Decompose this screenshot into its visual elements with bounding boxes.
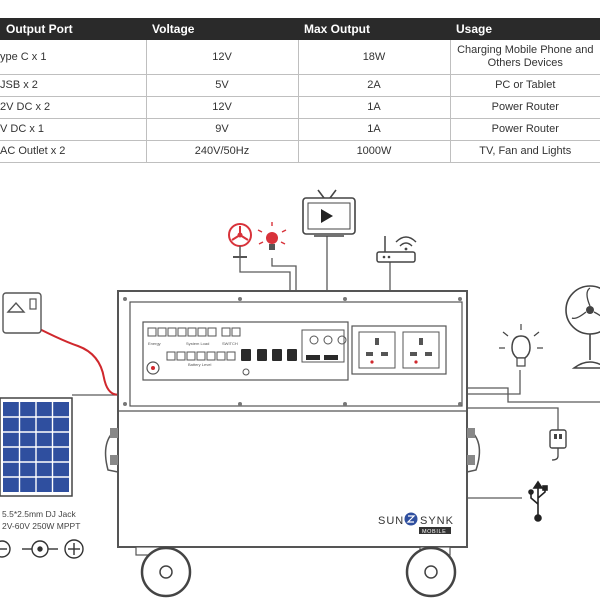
cell-max-output: 1A [298, 96, 451, 119]
table-row: JSB x 2 5V 2A PC or Tablet [0, 74, 600, 97]
brand-sub-text: MOBILE [422, 529, 446, 535]
table-row: 2V DC x 2 12V 1A Power Router [0, 96, 600, 119]
cell-port: 2V DC x 2 [0, 96, 147, 119]
table-row: ype C x 1 12V 18W Charging Mobile Phone … [0, 40, 600, 75]
output-spec-table: Output Port Voltage Max Output Usage ype… [0, 18, 600, 163]
light-bulb-red-icon [257, 222, 287, 250]
light-bulb-icon [499, 324, 543, 367]
cell-voltage: 9V [146, 118, 299, 141]
usb-icon [528, 480, 548, 522]
cell-port: V DC x 1 [0, 118, 147, 141]
brand-left-text: SUN [378, 515, 404, 527]
cell-max-output: 1000W [298, 140, 451, 163]
brand-right-text: SYNK [420, 515, 454, 527]
solar-mppt-label: 2V-60V 250W MPPT [2, 521, 80, 531]
cell-voltage: 5V [146, 74, 299, 97]
plug-icon [549, 429, 567, 461]
cell-max-output: 2A [298, 74, 451, 97]
panel-label-system-load: System Load [186, 341, 209, 346]
cell-max-output: 18W [298, 40, 451, 75]
desk-fan-icon [228, 223, 252, 258]
panel-label-energy: Energy [148, 341, 161, 346]
red-charge-cable [21, 319, 123, 396]
solar-panel-icon [0, 397, 73, 497]
control-panel: System Load Battery Level SWITCH Energy [142, 321, 349, 381]
cell-voltage: 12V [146, 40, 299, 75]
cell-usage: TV, Fan and Lights [450, 140, 600, 163]
header-output-port: Output Port [0, 18, 146, 40]
header-voltage: Voltage [146, 18, 298, 40]
ac-outlet-block [351, 325, 447, 375]
solar-jack-label: 5.5*2.5mm DJ Jack [2, 509, 76, 519]
panel-label-battery-level: Battery Level [188, 362, 211, 367]
cell-port: ype C x 1 [0, 40, 147, 75]
cell-port: AC Outlet x 2 [0, 140, 147, 163]
table-row: AC Outlet x 2 240V/50Hz 1000W TV, Fan an… [0, 140, 600, 163]
router-icon [376, 236, 417, 263]
panel-label-switch: SWITCH [222, 341, 238, 346]
table-row: V DC x 1 9V 1A Power Router [0, 118, 600, 141]
table-header-row: Output Port Voltage Max Output Usage [0, 18, 600, 40]
cell-usage: Power Router [450, 96, 600, 119]
floor-fan-icon [565, 285, 600, 369]
cell-usage: PC or Tablet [450, 74, 600, 97]
cell-usage: Power Router [450, 118, 600, 141]
wheels [135, 546, 457, 598]
wall-socket-icon [2, 292, 42, 334]
cell-port: JSB x 2 [0, 74, 147, 97]
cell-voltage: 12V [146, 96, 299, 119]
header-usage: Usage [450, 18, 600, 40]
brand-logo: SUN SYNK MOBILE [378, 512, 454, 535]
cell-voltage: 240V/50Hz [146, 140, 299, 163]
cell-max-output: 1A [298, 118, 451, 141]
cell-usage: Charging Mobile Phone and Others Devices [450, 40, 600, 75]
tv-icon [302, 189, 356, 237]
polarity-icon [0, 539, 84, 559]
header-max-output: Max Output [298, 18, 450, 40]
